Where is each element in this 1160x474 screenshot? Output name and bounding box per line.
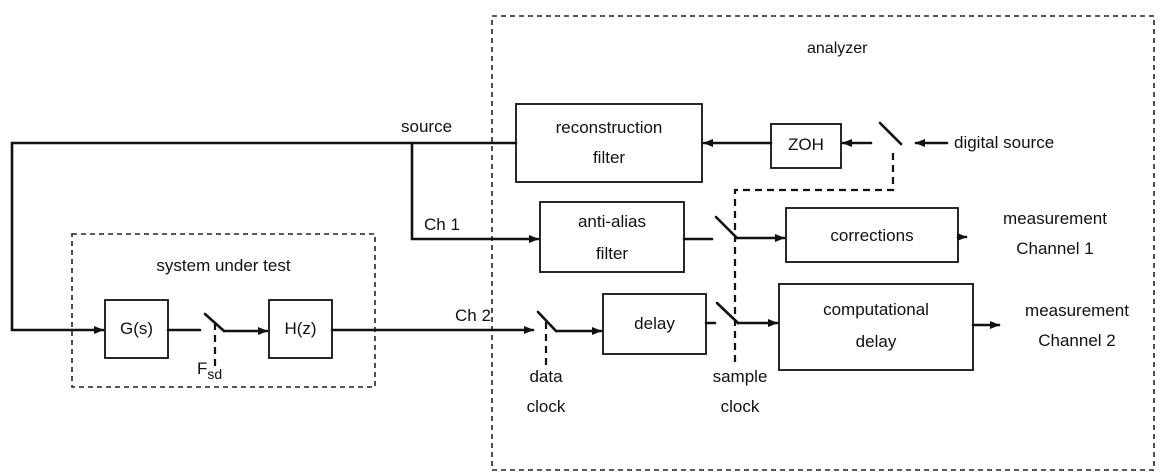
analyzer-label: analyzer: [807, 40, 868, 57]
corrections-label: corrections: [830, 226, 914, 245]
measurement-ch1-line2: Channel 1: [1016, 239, 1094, 258]
source-line: [10, 141, 518, 334]
computational-delay-line1: computational: [823, 300, 929, 319]
system-under-test-region: [71, 233, 376, 388]
computational-delay-block: [778, 283, 974, 371]
delay-label: delay: [634, 314, 675, 333]
data-clock-line1: data: [529, 367, 563, 386]
fsd-label: Fsd: [197, 359, 223, 382]
data-clock-switch-blade: [536, 310, 558, 333]
reconstruction-filter-block: [515, 103, 703, 183]
measurement-ch1-line1: measurement: [1003, 209, 1107, 228]
sample-switch1-blade: [714, 215, 739, 240]
reconstruction-filter-line2: filter: [592, 148, 626, 167]
anti-alias-filter-block: [539, 201, 685, 273]
ch1-line: [410, 141, 540, 243]
measurement-ch2-line1: measurement: [1025, 301, 1129, 320]
sample-clock-line: [733, 148, 895, 362]
digital-source-switch-blade: [878, 121, 903, 146]
source-label: source: [401, 117, 453, 136]
anti-alias-filter-line1: anti-alias: [577, 212, 647, 231]
fsd-main: F: [197, 359, 208, 378]
ch1-label: Ch 1: [424, 215, 460, 234]
reconstruction-filter-line1: reconstruction: [555, 118, 663, 137]
system-under-test-label: system under test: [156, 256, 291, 275]
zoh-block: [770, 123, 842, 169]
sample-clock-line1: sample: [712, 367, 768, 386]
digital-source-label: digital source: [954, 133, 1055, 152]
computational-delay-line2: delay: [855, 332, 897, 351]
ch2-label: Ch 2: [455, 306, 491, 325]
fsd-subscript: sd: [207, 366, 223, 382]
measurement-ch2-line2: Channel 2: [1038, 331, 1116, 350]
data-clock-line2: clock: [526, 397, 566, 416]
sd-switch-blade: [203, 312, 226, 333]
sample-clock-line2: clock: [720, 397, 760, 416]
zoh-label: ZOH: [788, 135, 824, 154]
anti-alias-filter-line2: filter: [595, 244, 629, 263]
h-z-label: H(z): [284, 319, 317, 338]
g-s-label: G(s): [119, 319, 154, 338]
